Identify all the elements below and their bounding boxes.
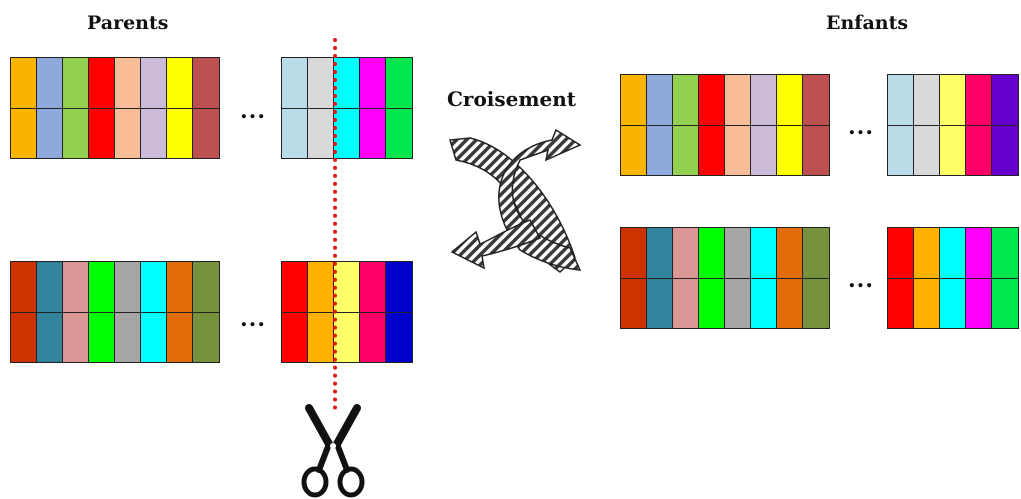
gene-cell <box>63 262 89 362</box>
gene-cell <box>725 75 751 175</box>
gene-cell <box>167 262 193 362</box>
children-label: Enfants <box>826 12 909 34</box>
gene-cell <box>141 58 167 158</box>
child-1-left-block <box>620 74 830 176</box>
gene-cell <box>334 58 360 158</box>
gene-cell <box>673 228 699 328</box>
crossover-label: Croisement <box>447 87 577 111</box>
gene-cell <box>725 228 751 328</box>
gene-cell <box>647 75 673 175</box>
crossover-cut-line <box>333 38 337 410</box>
gene-cell <box>334 262 360 362</box>
gene-cell <box>777 228 803 328</box>
gene-cell <box>89 262 115 362</box>
ellipsis-parent-2: ... <box>240 306 266 332</box>
gene-cell <box>141 262 167 362</box>
gene-cell <box>621 75 647 175</box>
gene-cell <box>11 262 37 362</box>
gene-cell <box>966 75 992 175</box>
gene-cell <box>115 58 141 158</box>
gene-cell <box>777 75 803 175</box>
gene-cell <box>940 75 966 175</box>
child-2-right-block <box>887 227 1019 329</box>
gene-cell <box>751 75 777 175</box>
gene-cell <box>89 58 115 158</box>
gene-cell <box>360 58 386 158</box>
ellipsis-child-1: ... <box>848 114 874 140</box>
parent-2-right-block <box>281 261 413 363</box>
gene-cell <box>992 75 1018 175</box>
scissors-icon <box>301 404 365 498</box>
gene-cell <box>699 75 725 175</box>
gene-cell <box>37 58 63 158</box>
gene-cell <box>115 262 141 362</box>
gene-cell <box>360 262 386 362</box>
gene-cell <box>940 228 966 328</box>
gene-cell <box>282 58 308 158</box>
gene-cell <box>992 228 1018 328</box>
gene-cell <box>63 58 89 158</box>
gene-cell <box>386 58 412 158</box>
crossover-arrows-icon <box>449 128 582 273</box>
ellipsis-child-2: ... <box>848 267 874 293</box>
gene-cell <box>803 228 829 328</box>
child-2-left-block <box>620 227 830 329</box>
gene-cell <box>37 262 63 362</box>
gene-cell <box>386 262 412 362</box>
parent-1-left-block <box>10 57 220 159</box>
gene-cell <box>699 228 725 328</box>
gene-cell <box>751 228 777 328</box>
gene-cell <box>282 262 308 362</box>
gene-cell <box>914 75 940 175</box>
child-1-right-block <box>887 74 1019 176</box>
gene-cell <box>914 228 940 328</box>
gene-cell <box>167 58 193 158</box>
gene-cell <box>966 228 992 328</box>
gene-cell <box>673 75 699 175</box>
parents-label: Parents <box>87 12 169 34</box>
gene-cell <box>621 228 647 328</box>
gene-cell <box>193 262 219 362</box>
parent-2-left-block <box>10 261 220 363</box>
gene-cell <box>803 75 829 175</box>
gene-cell <box>888 228 914 328</box>
gene-cell <box>193 58 219 158</box>
gene-cell <box>647 228 673 328</box>
gene-cell <box>888 75 914 175</box>
gene-cell <box>11 58 37 158</box>
ellipsis-parent-1: ... <box>240 98 266 124</box>
